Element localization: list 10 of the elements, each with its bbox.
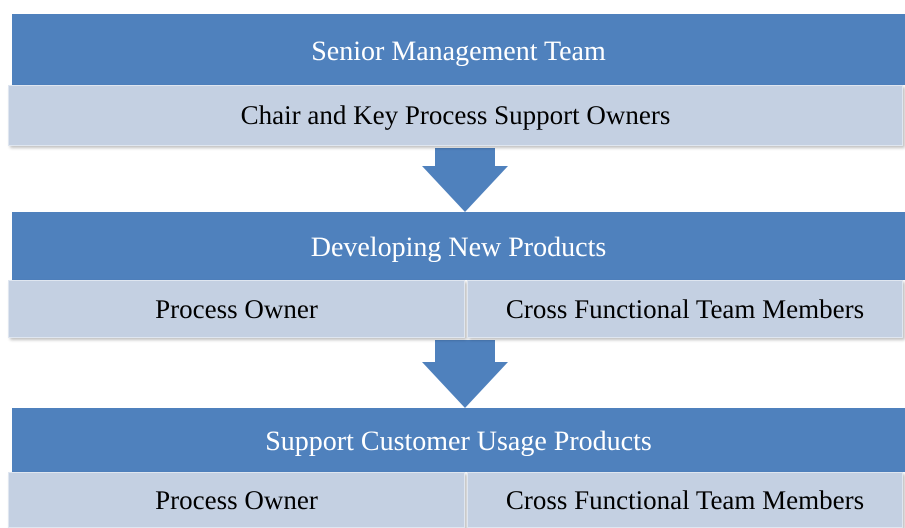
down-arrow [422, 340, 508, 408]
role-box: Chair and Key Process Support Owners [8, 85, 903, 146]
stage-header: Developing New Products [12, 212, 905, 280]
stage-header: Support Customer Usage Products [12, 408, 905, 472]
role-box: Process Owner [8, 280, 465, 338]
down-arrow [422, 148, 508, 212]
role-box: Cross Functional Team Members [467, 472, 903, 528]
role-box: Process Owner [8, 472, 465, 528]
role-box: Cross Functional Team Members [467, 280, 903, 338]
stage-header: Senior Management Team [12, 14, 905, 85]
